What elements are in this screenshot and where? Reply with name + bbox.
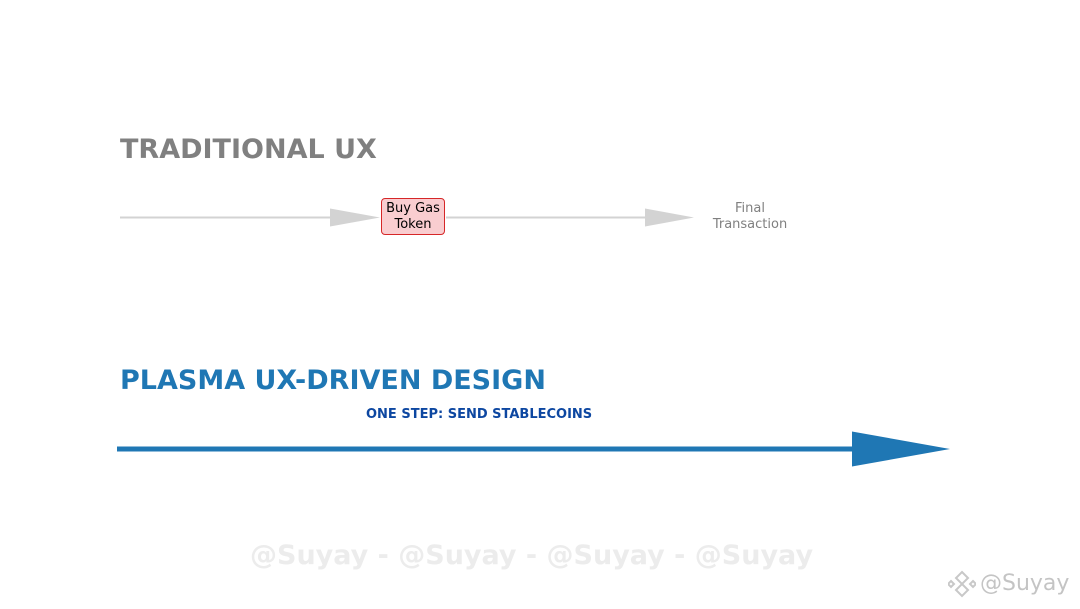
final-transaction-label: Final Transaction: [700, 201, 800, 233]
buy-gas-token-step: Buy Gas Token: [381, 198, 445, 235]
final-label-line-1: Final: [735, 201, 765, 216]
step-label-line-1: Buy Gas: [386, 200, 440, 216]
one-step-label: ONE STEP: SEND STABLECOINS: [366, 407, 593, 422]
traditional-arrow-2: [446, 208, 694, 227]
plasma-ux-title: PLASMA UX-DRIVEN DESIGN: [120, 365, 546, 396]
step-label-line-2: Token: [394, 216, 432, 232]
binance-logo-icon: [948, 570, 976, 598]
final-label-line-2: Transaction: [712, 217, 788, 232]
plasma-arrow: [117, 431, 950, 467]
watermark-corner-text: @Suyay: [980, 571, 1070, 596]
traditional-ux-title: TRADITIONAL UX: [120, 134, 377, 165]
traditional-arrow-1: [120, 208, 380, 227]
watermark-corner: @Suyay: [948, 568, 1069, 600]
watermark-center-text: @Suyay - @Suyay - @Suyay - @Suyay: [250, 540, 814, 571]
